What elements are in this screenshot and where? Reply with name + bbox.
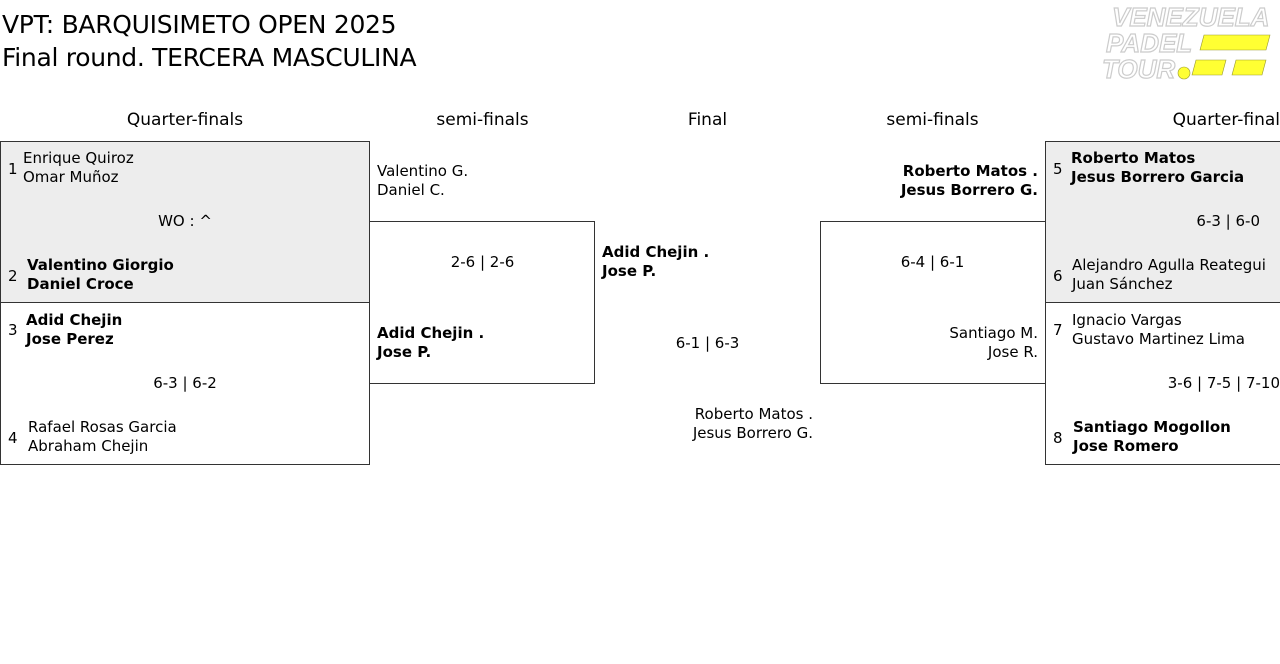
- match-score: 6-1 | 6-3: [675, 334, 740, 352]
- player-name: Enrique Quiroz: [23, 149, 134, 167]
- logo-line2: PADEL: [1106, 28, 1192, 58]
- match-score: 6-3 | 6-0: [1196, 212, 1260, 230]
- player-name: Jose Romero: [1073, 437, 1179, 455]
- player-name: Jose R.: [987, 343, 1038, 361]
- seed-number: 1: [8, 160, 18, 178]
- team-name-winner: Roberto Matos Jesus Borrero Garcia: [1071, 149, 1244, 187]
- round-header-right-sf: semi-finals: [886, 110, 979, 130]
- match-score: 3-6 | 7-5 | 7-10: [1167, 374, 1280, 392]
- match-box-qf1: [0, 141, 370, 303]
- team-name-champion: Adid Chejin . Jose P.: [602, 243, 709, 281]
- player-name: Santiago M.: [949, 324, 1038, 342]
- player-name: Santiago Mogollon: [1073, 418, 1231, 436]
- player-name: Adid Chejin: [26, 311, 123, 329]
- player-name: Roberto Matos .: [902, 162, 1038, 180]
- player-name: Abraham Chejin: [28, 437, 149, 455]
- player-name: Rafael Rosas Garcia: [28, 418, 177, 436]
- page-title: VPT: BARQUISIMETO OPEN 2025: [2, 10, 397, 39]
- seed-number: 2: [8, 267, 18, 285]
- player-name: Adid Chejin .: [377, 324, 485, 342]
- team-name: Alejandro Agulla Reategui Juan Sánchez: [1072, 256, 1266, 294]
- bracket-connector-left-sf: [369, 221, 595, 384]
- match-score: WO : ^: [158, 212, 212, 230]
- player-name: Jesus Borrero G.: [692, 424, 813, 442]
- logo-line1: VENEZUELA: [1112, 2, 1269, 32]
- player-name: Valentino G.: [377, 162, 469, 180]
- player-name: Gustavo Martinez Lima: [1072, 330, 1245, 348]
- match-score: 6-4 | 6-1: [900, 253, 965, 271]
- team-name-winner: Adid Chejin . Jose P.: [377, 324, 484, 362]
- team-name: Roberto Matos . Jesus Borrero G.: [595, 405, 813, 443]
- round-header-right-qf: Quarter-final: [1172, 110, 1280, 130]
- logo-line3: TOUR: [1102, 54, 1175, 82]
- player-name: Ignacio Vargas: [1072, 311, 1182, 329]
- player-name: Jesus Borrero G.: [900, 181, 1038, 199]
- match-box-qf3: [1045, 141, 1280, 303]
- player-name: Jose P.: [602, 262, 657, 280]
- round-header-final: Final: [687, 110, 728, 130]
- player-name: Daniel C.: [377, 181, 445, 199]
- player-name: Jesus Borrero Garcia: [1071, 168, 1245, 186]
- team-name-winner: Valentino Giorgio Daniel Croce: [27, 256, 174, 294]
- player-name: Omar Muñoz: [23, 168, 119, 186]
- team-name: Enrique Quiroz Omar Muñoz: [23, 149, 134, 187]
- match-score: 2-6 | 2-6: [450, 253, 515, 271]
- seed-number: 4: [8, 429, 18, 447]
- player-name: Roberto Matos .: [694, 405, 813, 423]
- team-name-winner: Roberto Matos . Jesus Borrero G.: [820, 162, 1038, 200]
- match-score: 6-3 | 6-2: [153, 374, 217, 392]
- seed-number: 6: [1053, 267, 1063, 285]
- match-box-qf4: [1045, 302, 1280, 465]
- player-name: Alejandro Agulla Reategui: [1072, 256, 1266, 274]
- player-name: Jose P.: [377, 343, 432, 361]
- player-name: Jose Perez: [26, 330, 114, 348]
- team-name: Santiago M. Jose R.: [820, 324, 1038, 362]
- team-name-winner: Santiago Mogollon Jose Romero: [1073, 418, 1231, 456]
- player-name: Valentino Giorgio: [27, 256, 174, 274]
- seed-number: 5: [1053, 160, 1063, 178]
- seed-number: 7: [1053, 321, 1063, 339]
- player-name: Juan Sánchez: [1072, 275, 1173, 293]
- player-name: Daniel Croce: [27, 275, 134, 293]
- team-name-winner: Adid Chejin Jose Perez: [26, 311, 122, 349]
- player-name: Adid Chejin .: [602, 243, 710, 261]
- round-header-left-sf: semi-finals: [436, 110, 529, 130]
- team-name: Rafael Rosas Garcia Abraham Chejin: [28, 418, 177, 456]
- seed-number: 8: [1053, 429, 1063, 447]
- player-name: Roberto Matos: [1071, 149, 1196, 167]
- seed-number: 3: [8, 321, 18, 339]
- venezuela-padel-tour-logo: VENEZUELA PADEL TOUR: [1100, 2, 1278, 82]
- team-name: Ignacio Vargas Gustavo Martinez Lima: [1072, 311, 1245, 349]
- page-subtitle: Final round. TERCERA MASCULINA: [2, 43, 417, 72]
- round-header-left-qf: Quarter-finals: [126, 110, 244, 130]
- team-name: Valentino G. Daniel C.: [377, 162, 468, 200]
